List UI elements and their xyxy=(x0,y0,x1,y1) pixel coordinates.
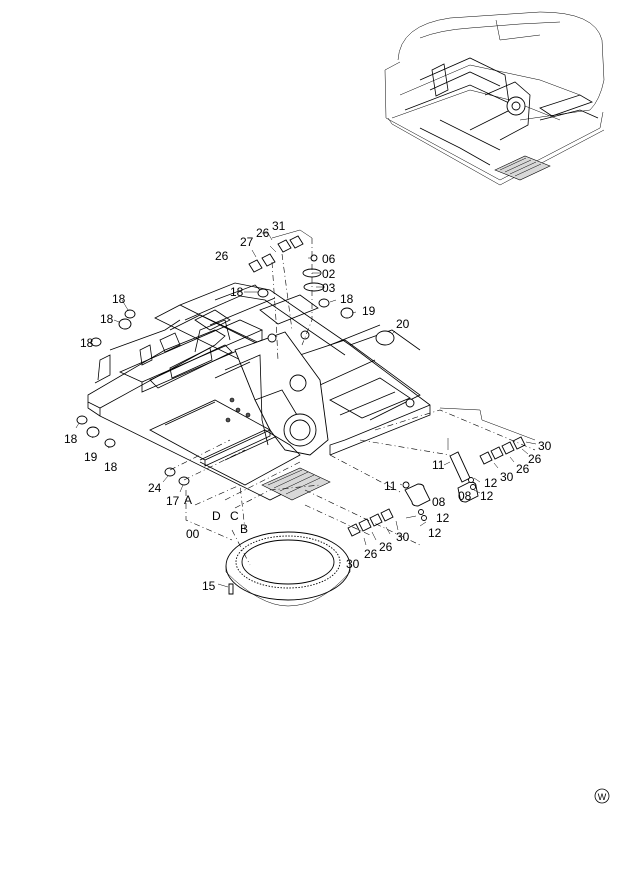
callout-26: 26 xyxy=(256,226,270,240)
callout-24: 24 xyxy=(148,481,162,495)
callout-03: 03 xyxy=(322,281,336,295)
callout-26: 26 xyxy=(528,452,542,466)
corner-mark: W xyxy=(594,788,610,804)
callout-18: 18 xyxy=(104,460,118,474)
callout-18: 18 xyxy=(230,285,244,299)
callout-15: 15 xyxy=(202,579,216,593)
callout-D: D xyxy=(212,509,221,523)
callout-19: 19 xyxy=(84,450,98,464)
callout-00: 00 xyxy=(186,527,200,541)
callout-06: 06 xyxy=(322,252,336,266)
callout-30: 30 xyxy=(538,439,552,453)
upper-frame-drawing xyxy=(87,282,431,501)
callout-A: A xyxy=(184,493,192,507)
callout-12: 12 xyxy=(484,476,498,490)
callout-20: 20 xyxy=(396,317,410,331)
callout-08: 08 xyxy=(432,495,446,509)
corner-mark-letter: W xyxy=(598,792,607,802)
overview-inset xyxy=(384,11,605,186)
callout-18: 18 xyxy=(80,336,94,350)
callout-26: 26 xyxy=(215,249,229,263)
callout-12: 12 xyxy=(436,511,450,525)
callout-18: 18 xyxy=(112,292,126,306)
callout-30: 30 xyxy=(396,530,410,544)
callout-18: 18 xyxy=(64,432,78,446)
callout-26: 26 xyxy=(516,462,530,476)
leader-lines xyxy=(75,229,537,588)
callout-02: 02 xyxy=(322,267,336,281)
callout-26: 26 xyxy=(364,547,378,561)
callout-18: 18 xyxy=(340,292,354,306)
callout-31: 31 xyxy=(272,219,286,233)
callout-C: C xyxy=(230,509,239,523)
callout-17: 17 xyxy=(166,494,180,508)
callout-26: 26 xyxy=(379,540,393,554)
callout-B: B xyxy=(240,522,248,536)
callout-19: 19 xyxy=(362,304,376,318)
callout-11: 11 xyxy=(432,458,445,472)
part-shapes xyxy=(76,235,526,595)
callout-08: 08 xyxy=(458,489,472,503)
swing-bearing xyxy=(225,531,351,607)
callout-27: 27 xyxy=(240,235,254,249)
callout-30: 30 xyxy=(346,557,360,571)
callout-11: 11 xyxy=(384,479,397,493)
callout-12: 12 xyxy=(428,526,442,540)
callout-18: 18 xyxy=(100,312,114,326)
callout-labels: 31 26 27 26 06 02 03 18 18 18 18 18 19 2… xyxy=(64,219,552,593)
callout-12: 12 xyxy=(480,489,494,503)
callout-30: 30 xyxy=(500,470,514,484)
